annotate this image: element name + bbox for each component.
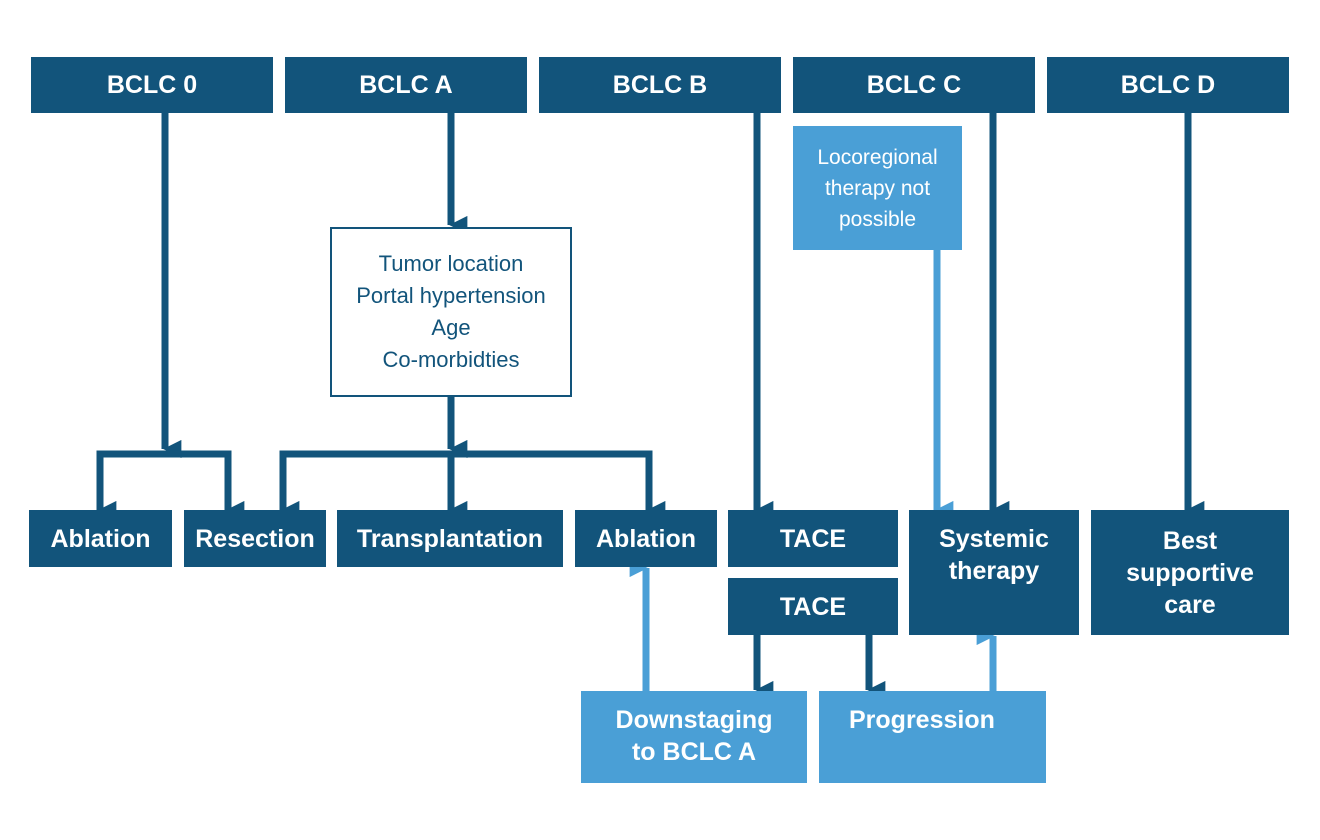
connector-bclc0-branch [96,450,245,520]
note-line-1: Locoregional [817,145,938,169]
note-line-2: therapy not [824,176,931,200]
factor-age: Age [431,315,471,340]
outcome-progression: Progression [819,691,1046,783]
outcome-downstaging: Downstaging to BCLC A [581,691,807,783]
treatment-ablation-bclca-label: Ablation [596,524,696,553]
note-line-3: possible [838,207,917,231]
stage-bclc-c-label: BCLC C [866,71,962,99]
treatment-tace-primary-label: TACE [779,524,847,553]
bsc-line-3: care [1164,590,1216,619]
stage-bclc-d-label: BCLC D [1120,71,1216,99]
stage-bclc-c: BCLC C [793,57,1035,113]
connector-factors-branch [279,450,666,520]
bsc-line-2: supportive [1126,558,1254,587]
factor-tumor-location: Tumor location [378,251,524,276]
factor-portal-hypertension: Portal hypertension [356,283,546,308]
treatment-ablation-bclca: Ablation [575,510,717,567]
treatment-transplantation: Transplantation [337,510,563,567]
treatment-best-supportive-care: Best supportive care [1091,510,1289,635]
stage-bclc-0: BCLC 0 [31,57,273,113]
treatment-tace-primary: TACE [728,510,898,567]
stage-bclc-d: BCLC D [1047,57,1289,113]
locoregional-not-possible-box: Locoregional therapy not possible [793,126,962,250]
downstaging-line-1: Downstaging [615,706,773,734]
factor-comorbidities: Co-morbidties [382,347,520,372]
stage-bclc-b: BCLC B [539,57,781,113]
treatment-ablation-bclc0-label: Ablation [50,524,151,553]
downstaging-line-2: to BCLC A [631,738,757,766]
bsc-line-1: Best [1162,526,1218,555]
treatment-systemic-therapy: Systemic therapy [909,510,1079,635]
treatment-tace-repeat: TACE [728,578,898,635]
treatment-ablation-bclc0: Ablation [29,510,172,567]
treatment-resection: Resection [184,510,326,567]
treatment-resection-label: Resection [195,524,315,553]
systemic-line-2: therapy [948,557,1040,585]
systemic-line-1: Systemic [939,525,1049,553]
stage-bclc-a: BCLC A [285,57,527,113]
decision-factors-box: Tumor location Portal hypertension Age C… [330,227,572,397]
treatment-transplantation-label: Transplantation [356,524,544,553]
treatment-tace-repeat-label: TACE [779,592,847,621]
stage-bclc-a-label: BCLC A [359,71,453,99]
stage-bclc-b-label: BCLC B [612,71,708,99]
progression-label: Progression [849,706,995,734]
stage-bclc-0-label: BCLC 0 [106,71,198,99]
